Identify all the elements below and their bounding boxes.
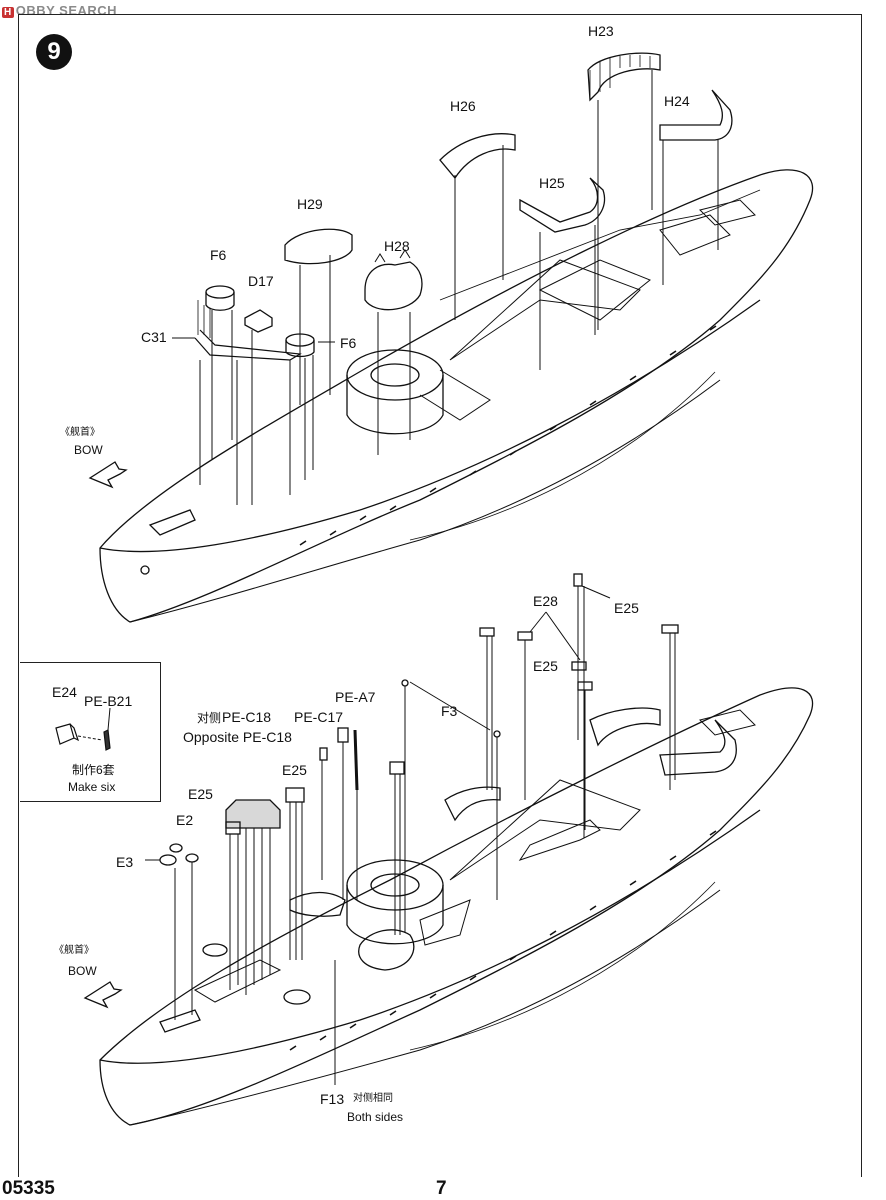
label-both-sides-cn: 对侧相同 bbox=[353, 1093, 393, 1104]
label-h26: H26 bbox=[450, 98, 476, 114]
part-e2-a bbox=[169, 843, 183, 853]
label-make-six-en: Make six bbox=[68, 780, 116, 794]
label-h24: H24 bbox=[664, 93, 690, 109]
label-pe-c18: PE-C18 bbox=[222, 709, 272, 725]
top-hull-outline bbox=[99, 169, 814, 623]
label-pe-c17: PE-C17 bbox=[294, 709, 344, 725]
label-opposite-pe-c18: Opposite PE-C18 bbox=[183, 729, 292, 745]
label-bow-en-top: BOW bbox=[74, 443, 103, 457]
part-h24-shape bbox=[659, 89, 733, 141]
bottom-hull-side bbox=[99, 809, 761, 1064]
label-bow-en-bottom: BOW bbox=[68, 964, 97, 978]
label-f3: F3 bbox=[441, 703, 458, 719]
part-h29-shape bbox=[284, 228, 353, 265]
label-f6-top: F6 bbox=[210, 247, 227, 263]
label-e2: E2 bbox=[176, 812, 194, 828]
part-e25-block-d bbox=[577, 681, 593, 691]
label-f6-right: F6 bbox=[340, 335, 357, 351]
bottom-hull-outline bbox=[99, 687, 814, 1126]
label-bow-cn-bottom: 《舰首》 bbox=[54, 945, 94, 956]
label-make-six-cn: 制作6套 bbox=[72, 763, 115, 777]
part-e25-block-b bbox=[573, 573, 583, 587]
watermark-badge: H bbox=[2, 7, 14, 18]
step-number-badge: 9 bbox=[36, 34, 72, 70]
label-e25-stack: E25 bbox=[282, 762, 307, 778]
part-e2-b bbox=[185, 853, 199, 863]
label-c31: C31 bbox=[141, 329, 167, 345]
page-number: 7 bbox=[436, 1178, 447, 1199]
label-pe-b21: PE-B21 bbox=[84, 693, 133, 709]
label-h23: H23 bbox=[588, 23, 614, 39]
label-pe-a7: PE-A7 bbox=[335, 689, 376, 705]
part-e25-block-c bbox=[661, 624, 679, 634]
label-h29: H29 bbox=[297, 196, 323, 212]
part-h25-shape bbox=[519, 177, 606, 233]
part-e28-block bbox=[517, 631, 533, 641]
page-frame bbox=[18, 14, 862, 1177]
inset-box-e24 bbox=[20, 662, 161, 802]
label-bow-cn-top: 《舰首》 bbox=[60, 427, 100, 438]
part-h23-shape bbox=[587, 52, 661, 102]
label-h28: H28 bbox=[384, 238, 410, 254]
label-e28: E28 bbox=[533, 593, 558, 609]
label-f13: F13 bbox=[320, 1091, 345, 1107]
label-e24: E24 bbox=[52, 684, 77, 700]
top-bow-arrow bbox=[88, 461, 128, 489]
top-hull-waterline bbox=[129, 379, 721, 623]
part-h28-shape bbox=[364, 261, 423, 311]
label-opposite-cn: 对侧 bbox=[197, 711, 222, 725]
kit-number: 05335 bbox=[2, 1178, 55, 1199]
label-e3: E3 bbox=[116, 854, 134, 870]
label-e25-left: E25 bbox=[188, 786, 213, 802]
part-e25-stack bbox=[285, 787, 305, 803]
part-h26-shape bbox=[439, 133, 516, 180]
bottom-bow-arrow bbox=[83, 981, 123, 1009]
part-e25-block-a bbox=[479, 627, 495, 637]
label-e25-mid: E25 bbox=[533, 658, 558, 674]
inset-pe-b21-part bbox=[103, 729, 111, 751]
label-h25: H25 bbox=[539, 175, 565, 191]
top-hull-side bbox=[99, 299, 761, 553]
part-e28-block-b bbox=[571, 661, 587, 671]
part-d17-shape bbox=[244, 309, 273, 333]
label-d17: D17 bbox=[248, 273, 274, 289]
part-e3 bbox=[159, 854, 177, 866]
label-e25-top-right: E25 bbox=[614, 600, 639, 616]
label-both-sides-en: Both sides bbox=[347, 1110, 404, 1124]
